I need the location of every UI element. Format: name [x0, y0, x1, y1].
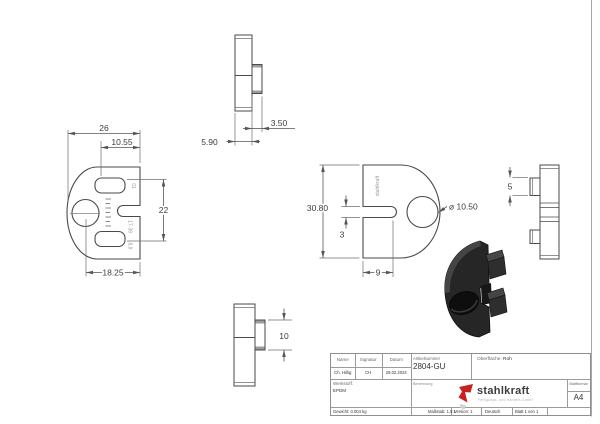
- sideright-body: [539, 164, 560, 260]
- front-outline: [66, 166, 141, 260]
- view-side-top: [234, 34, 263, 112]
- benennung-label: Benennung: [413, 381, 433, 386]
- tb-line: [451, 407, 452, 415]
- tb-line: [512, 407, 513, 415]
- front-engraving-8-9: 8,9: [127, 243, 133, 250]
- dim-main-hole: ⌀ 10.50: [449, 202, 478, 212]
- dim-sidetop-body: 5.90: [201, 137, 218, 147]
- stahlkraft-logo-icon: [458, 384, 474, 410]
- oberflaeche-label: Oberfläche:: [477, 357, 502, 362]
- sidebottom-boss: [254, 319, 266, 351]
- title-block: Name Signatur Datum Ch. Hillig CH 29.02.…: [330, 353, 591, 416]
- sidetop-boss: [251, 64, 263, 94]
- tb-line: [567, 390, 590, 392]
- dim-sideright-boss: 5: [508, 182, 513, 192]
- render-3d: [444, 240, 508, 338]
- render-boss1-front: [487, 256, 507, 280]
- dim-front-height: 22: [159, 205, 169, 215]
- sideright-boss-bottom: [529, 229, 541, 244]
- sprache-value: Deutsch: [485, 408, 501, 414]
- front-scale-ticks: [105, 198, 111, 227]
- tb-line: [481, 407, 482, 415]
- front-engravings: 01 17-38 8,9: [127, 183, 137, 249]
- signatur-label: Signatur: [359, 357, 377, 362]
- massstab-value: Maßstab: 1.5:1: [428, 408, 456, 414]
- datum-label: Datum: [389, 357, 403, 362]
- sidebottom-boss-cap-top: [255, 320, 265, 324]
- view-side-right: [529, 164, 560, 260]
- blattformat-value: A4: [573, 393, 584, 402]
- name-value: Ch. Hillig: [334, 369, 352, 375]
- sidebottom-dimensions: [268, 308, 292, 362]
- dim-sidetop-boss: 3.50: [271, 118, 288, 128]
- logo-mark-reflection: [460, 404, 466, 410]
- oberflaeche-value: Roh: [503, 357, 512, 362]
- dim-front-bottom: 18.25: [102, 268, 124, 278]
- front-slot-top: [94, 177, 126, 194]
- name-label: Name: [336, 357, 349, 362]
- tb-line: [331, 366, 411, 368]
- artikelnummer-label: Artikelnummer: [413, 356, 440, 361]
- tb-line: [354, 354, 356, 379]
- signatur-value: CH: [365, 369, 372, 375]
- render-hole-wall: [450, 299, 478, 313]
- sideright-dimensions: [508, 167, 528, 206]
- tb-line: [547, 407, 548, 415]
- dim-front-slot: 10.55: [111, 137, 133, 147]
- render-top-highlight: [444, 241, 481, 293]
- blattformat-label: Blattformat: [569, 382, 588, 386]
- sidetop-boss-cap-bottom: [252, 90, 262, 94]
- blatt-value: Blatt 1 von 1: [515, 408, 539, 414]
- front-engraving-01: 01: [130, 183, 136, 189]
- logo-mark: [458, 384, 473, 403]
- artikelnummer-value: 2804-GU: [413, 362, 446, 371]
- tb-line: [471, 354, 472, 379]
- sidebottom-boss-cap-bottom: [255, 346, 265, 350]
- werkstoff-value: EPDM: [333, 388, 347, 393]
- front-slot-bottom: [94, 230, 126, 248]
- datum-value: 29.02.2024: [385, 369, 407, 375]
- tb-line: [331, 379, 590, 380]
- dim-main-slot: 3: [340, 230, 345, 240]
- main-hole: [406, 195, 439, 229]
- view-front: [66, 166, 141, 260]
- main-engraving: stahlkraft: [375, 175, 381, 196]
- dim-main-depth: 9: [376, 268, 381, 278]
- view-side-bottom: [233, 303, 266, 387]
- sidetop-dimensions: [226, 96, 295, 146]
- sideright-boss-top: [529, 177, 541, 196]
- tb-line: [567, 379, 568, 407]
- main-dimensions: [319, 164, 448, 277]
- sidetop-boss-cap-top: [252, 64, 262, 68]
- tb-line: [382, 354, 383, 379]
- logo-wordmark: stahlkraft: [477, 385, 530, 397]
- front-engraving-17-38: 17-38: [127, 220, 133, 233]
- sidebottom-body: [233, 303, 256, 387]
- tb-line: [410, 354, 412, 415]
- werkstoff-label: Werkstoff:: [333, 381, 354, 386]
- hole-leader: [438, 206, 448, 213]
- front-dimensions: [67, 130, 167, 277]
- main-outline: [362, 164, 441, 259]
- logo-tagline: Fertigungs- und Handels GmbH: [478, 397, 534, 402]
- view-main: [362, 164, 441, 259]
- sidetop-body: [234, 34, 253, 112]
- render-boss2-front: [488, 294, 508, 318]
- version-value: Version: 1: [454, 408, 473, 414]
- front-hole: [71, 198, 100, 228]
- dim-sidebottom-boss: 10: [279, 331, 289, 341]
- dim-front-width: 26: [99, 123, 109, 133]
- gewicht-value: Gewicht: 0.004 kg: [333, 408, 367, 414]
- dim-main-height: 30.80: [307, 203, 329, 213]
